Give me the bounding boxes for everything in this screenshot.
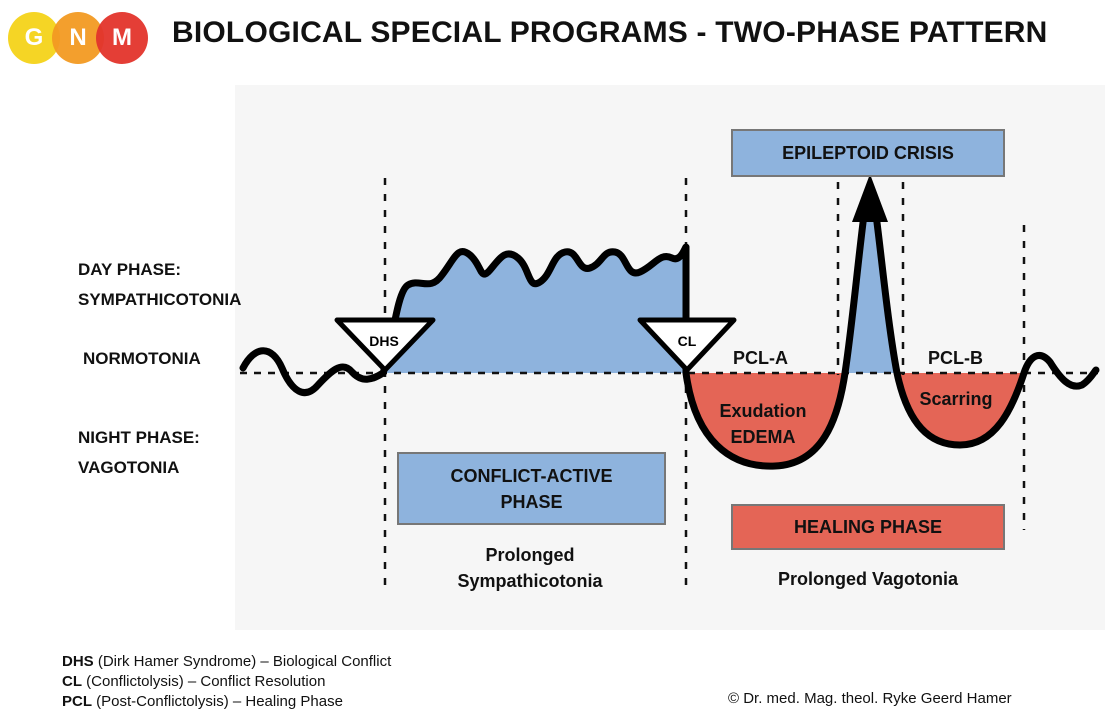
pcl-b-label: PCL-B [928, 348, 983, 368]
page-title: BIOLOGICAL SPECIAL PROGRAMS - TWO-PHASE … [172, 16, 1048, 49]
cl-label: CL [678, 333, 697, 349]
prolonged-vagotonia-label: Prolonged Vagotonia [777, 569, 958, 589]
conflict-active-phase-box: CONFLICT-ACTIVE PHASE [397, 452, 666, 525]
dhs-marker: DHS [334, 317, 436, 373]
healing-phase-box: HEALING PHASE [731, 504, 1005, 550]
cl-triangle [637, 317, 737, 373]
dhs-label: DHS [369, 333, 399, 349]
scarring-label: Scarring [919, 389, 993, 409]
normotonia-label: NORMOTONIA [83, 349, 201, 368]
prolonged-sympathicotonia-label: Prolonged Sympathicotonia [457, 545, 603, 591]
two-phase-curve [239, 196, 1100, 470]
pcl-a-label: PCL-A [733, 348, 788, 368]
logo-circle-n: N [52, 12, 104, 64]
logo-circle-m: M [96, 12, 148, 64]
copyright-notice: © Dr. med. Mag. theol. Ryke Geerd Hamer [728, 690, 1012, 707]
exudation-edema-label: Exudation EDEMA [719, 401, 807, 447]
legend-item: CL (Conflictolysis) – Conflict Resolutio… [62, 673, 326, 690]
epileptoid-fill [843, 178, 897, 373]
cl-marker: CL [637, 317, 737, 373]
legend-item: PCL (Post-Conflictolysis) – Healing Phas… [62, 693, 343, 710]
pclb-fill [897, 373, 1024, 445]
logo-circle-g: G [8, 12, 60, 64]
gnm-logo: G N M [8, 12, 154, 64]
day-phase-label: DAY PHASE: SYMPATHICOTONIA [78, 260, 242, 309]
legend-item: DHS (Dirk Hamer Syndrome) – Biological C… [62, 653, 392, 670]
abbreviation-legend: DHS (Dirk Hamer Syndrome) – Biological C… [62, 652, 391, 712]
night-phase-label: NIGHT PHASE: VAGOTONIA [78, 428, 200, 477]
epileptoid-crisis-box: EPILEPTOID CRISIS [731, 129, 1005, 177]
pcla-fill [686, 373, 845, 467]
dhs-triangle [334, 317, 436, 373]
sympathicotonia-fill [383, 247, 686, 373]
crisis-arrow-head [852, 174, 888, 222]
